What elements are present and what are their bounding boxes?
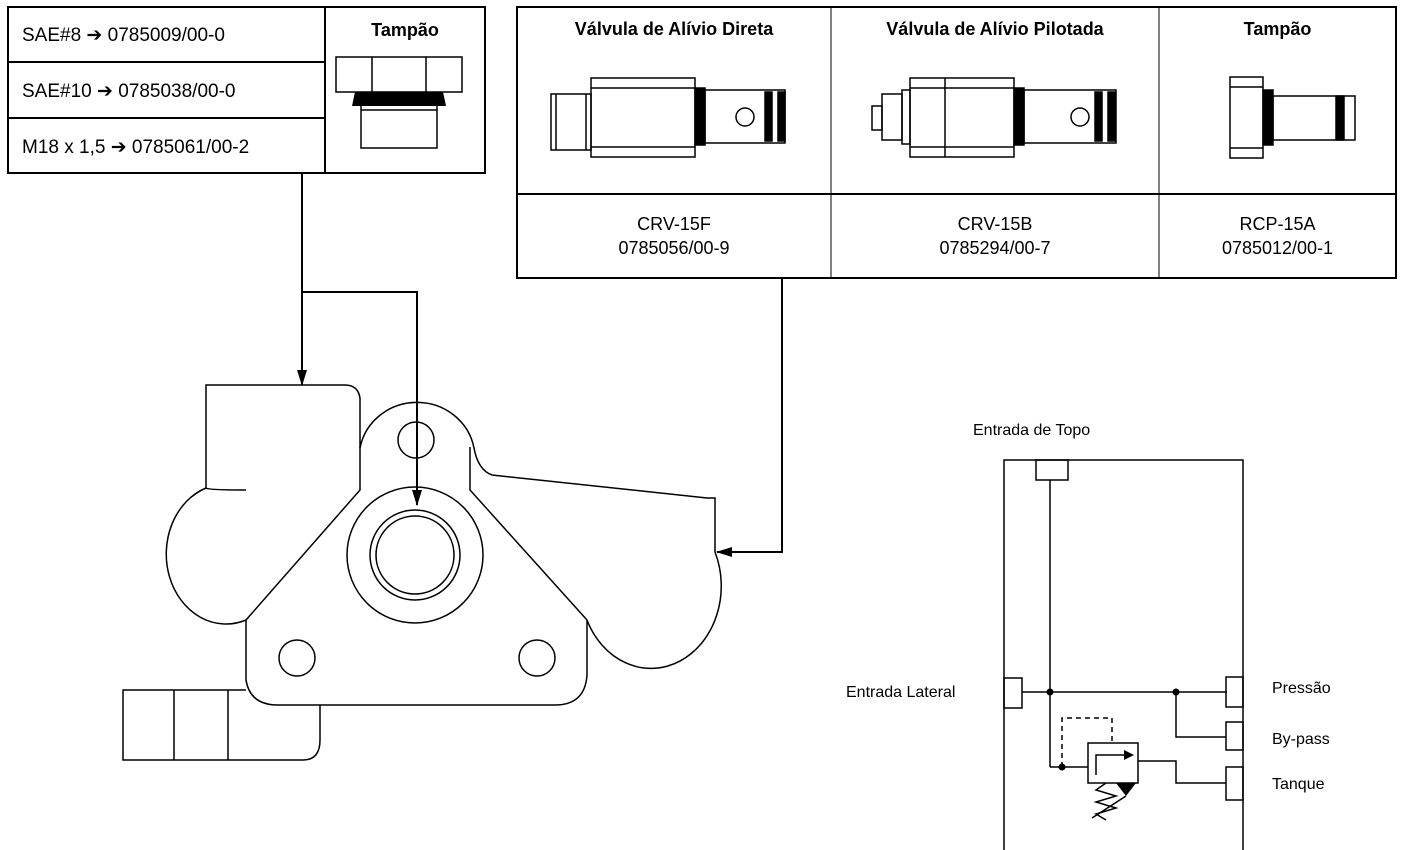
plug-table (7, 6, 486, 174)
valve-direct-model: CRV-15F (637, 214, 711, 234)
valve-table (516, 6, 1397, 279)
schematic-tank-label: Tanque (1272, 776, 1325, 793)
schematic-side-inlet-label: Entrada Lateral (846, 684, 956, 701)
schematic-pressure-label: Pressão (1272, 680, 1331, 697)
piloted-relief-valve-drawing (871, 77, 1117, 158)
valve-piloted-model: CRV-15B (957, 214, 1033, 234)
plug-table-row-sae10: SAE#10 ➔ 0785038/00-0 (22, 81, 236, 102)
valve-col-plug-header: Tampão (1243, 19, 1312, 39)
schematic-bypass-label: By-pass (1272, 731, 1330, 748)
valve-col-direct-header: Válvula de Alívio Direta (574, 19, 774, 39)
manifold-body-drawing (122, 384, 722, 761)
direct-relief-valve-drawing (550, 77, 786, 158)
leader-arrows (297, 173, 783, 557)
plug-table-row-sae8: SAE#8 ➔ 0785009/00-0 (22, 25, 225, 46)
valve-direct-code: 0785056/00-9 (618, 238, 730, 258)
plug-table-row-m18: M18 x 1,5 ➔ 0785061/00-2 (22, 137, 250, 158)
plug-cartridge-drawing (1229, 76, 1356, 159)
valve-piloted-code: 0785294/00-7 (939, 238, 1051, 258)
plug-table-header: Tampão (371, 20, 439, 40)
valve-plug-code: 0785012/00-1 (1221, 238, 1334, 258)
schematic-top-inlet-label: Entrada de Topo (973, 422, 1091, 439)
hydraulic-schematic (1003, 459, 1244, 850)
valve-col-piloted-header: Válvula de Alívio Pilotada (886, 19, 1104, 39)
plug-drawing (335, 56, 463, 149)
valve-plug-model: RCP-15A (1239, 214, 1316, 234)
